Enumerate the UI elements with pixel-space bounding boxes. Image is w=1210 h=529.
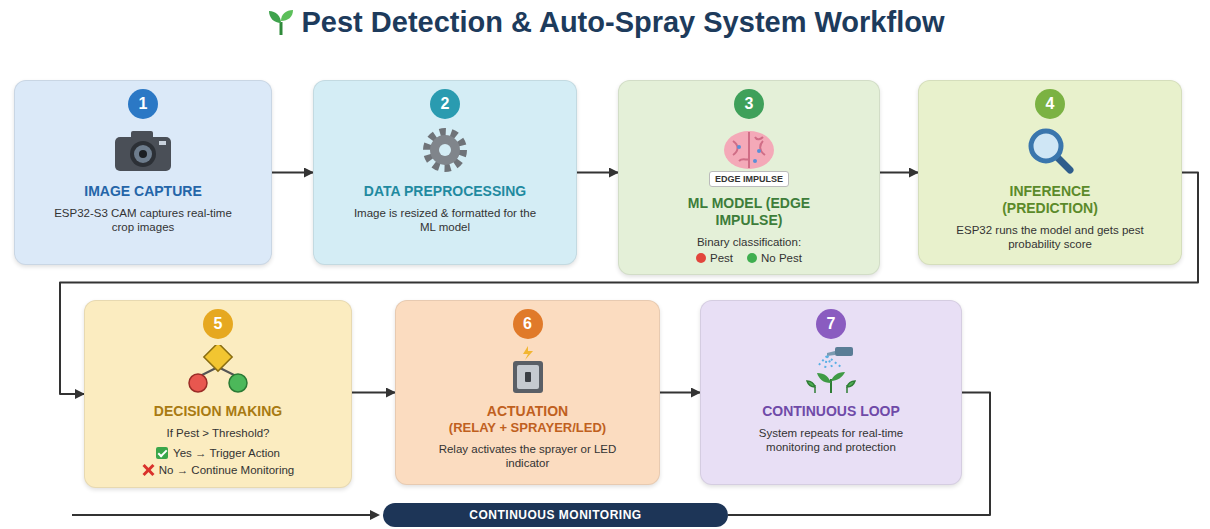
icon-slot: [503, 345, 553, 395]
decision-branch: No → Continue Monitoring: [142, 463, 295, 477]
process-card: 6ACTUATION(RELAY + SPRAYER/LED) Relay act…: [395, 300, 660, 485]
sprout-icon: [266, 8, 296, 36]
step-number: 6: [513, 309, 543, 339]
step-description: ESP32 runs the model and gets pest proba…: [950, 223, 1150, 251]
step-number: 5: [203, 309, 233, 339]
step-number: 4: [1035, 89, 1065, 119]
branch-text: No → Continue Monitoring: [159, 463, 295, 477]
step-heading: ML MODEL (EDGE IMPULSE): [683, 195, 815, 229]
pill-text: CONTINUOUS MONITORING: [469, 508, 641, 522]
title-text: Pest Detection & Auto-Spray System Workf…: [302, 6, 945, 38]
title: Pest Detection & Auto-Spray System Workf…: [250, 6, 960, 39]
process-card: 7CONTINUOUS LOOP System repeats for real-…: [700, 300, 962, 485]
icon-slot: [1025, 125, 1075, 175]
branch-text: Yes → Trigger Action: [173, 446, 280, 460]
icon-slot: [111, 125, 175, 175]
step-description: Relay activates the sprayer or LED indic…: [428, 442, 628, 470]
class-row: Pest No Pest: [696, 252, 802, 264]
platform-tag: EDGE IMPULSE: [709, 171, 789, 187]
flow-arrow: [880, 172, 918, 174]
step-description: ESP32-S3 CAM captures real-time crop ima…: [43, 206, 243, 234]
step-heading: DECISION MAKING: [154, 403, 282, 420]
class-item: Pest: [696, 252, 733, 264]
gear-icon: [420, 125, 470, 175]
magnifier-icon: [1025, 125, 1075, 175]
cross-icon: [142, 464, 154, 476]
flow-arrow: [577, 172, 618, 174]
feed-line: [72, 514, 372, 516]
step-number: 3: [734, 89, 764, 119]
process-card: 1IMAGE CAPTURE ESP32-S3 CAM captures real…: [14, 80, 272, 265]
class-dot: [747, 253, 757, 263]
monitoring-pill: CONTINUOUS MONITORING: [383, 503, 728, 527]
step-description: System repeats for real-time monitoring …: [731, 426, 931, 454]
step-number: 2: [430, 89, 460, 119]
condition-text: If Pest > Threshold?: [166, 426, 269, 440]
step-description: Binary classification:: [697, 235, 801, 249]
flow-arrow: [352, 392, 395, 394]
icon-slot: [186, 345, 250, 395]
flow-arrow: [272, 172, 313, 174]
brain-icon: [719, 127, 779, 173]
sprayer-icon: [801, 345, 861, 395]
icon-slot: [719, 125, 779, 175]
step-heading: IMAGE CAPTURE: [84, 183, 201, 200]
step-heading: CONTINUOUS LOOP: [762, 403, 900, 420]
class-label: Pest: [710, 252, 733, 264]
process-card: 2DATA PREPROCESSING Image is resized & fo…: [313, 80, 577, 265]
step-subheading: (RELAY + SPRAYER/LED): [449, 420, 606, 436]
class-item: No Pest: [747, 252, 802, 264]
feed-arrowhead: [370, 510, 380, 520]
relay-icon: [503, 345, 553, 395]
flow-arrow: [660, 392, 700, 394]
camera-icon: [111, 127, 175, 173]
class-label: No Pest: [761, 252, 802, 264]
decision-branch: Yes → Trigger Action: [156, 446, 280, 460]
step-heading: ACTUATION: [487, 403, 568, 420]
class-dot: [696, 253, 706, 263]
process-card: 4INFERENCE (PREDICTION) ESP32 runs the mo…: [918, 80, 1182, 265]
step-number: 7: [816, 309, 846, 339]
step-number: 1: [128, 89, 158, 119]
process-card: 3EDGE IMPULSE ML MODEL (EDGE IMPULSE) Bina…: [618, 80, 880, 275]
step-heading: INFERENCE (PREDICTION): [990, 183, 1110, 217]
process-card: 5DECISION MAKING If Pest > Threshold? Yes …: [84, 300, 352, 488]
icon-slot: [420, 125, 470, 175]
flowchart-icon: [186, 345, 250, 395]
step-heading: DATA PREPROCESSING: [364, 183, 526, 200]
icon-slot: [801, 345, 861, 395]
check-icon: [156, 447, 168, 459]
step-description: Image is resized & formatted for the ML …: [345, 206, 545, 234]
